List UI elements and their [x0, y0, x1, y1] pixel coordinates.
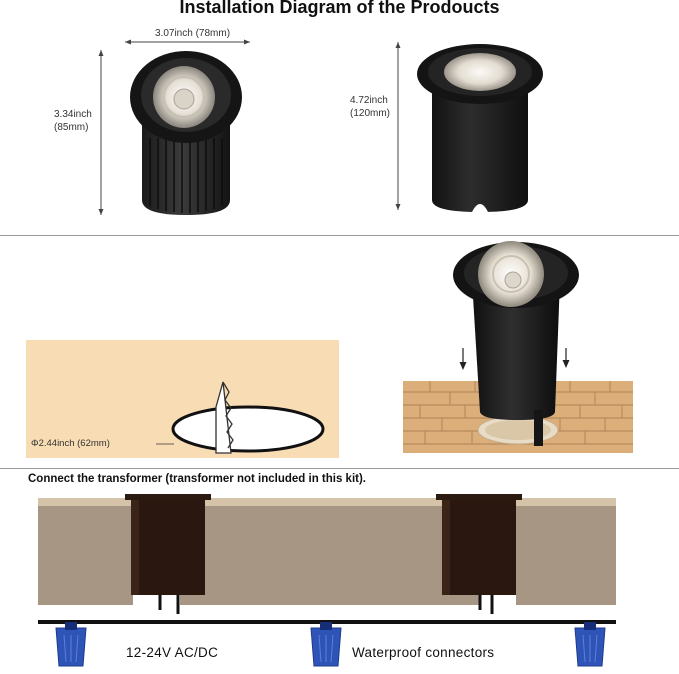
tall-light-fixture-image: [417, 44, 543, 212]
height-b-label: 4.72inch (120mm): [350, 94, 390, 120]
height-b-label-line1: 4.72inch: [350, 95, 388, 106]
tile-installation-image: [403, 241, 633, 453]
wiring-caption: Connect the transformer (transformer not…: [28, 473, 367, 485]
diagram-title: Installation Diagram of the Prodoucts: [179, 0, 500, 17]
voltage-label: 12-24V AC/DC: [126, 645, 219, 660]
wiring-diagram: [38, 494, 616, 667]
hole-illustration: [156, 381, 325, 454]
short-light-fixture-image: [130, 51, 242, 215]
height-a-label-line2: (85mm): [54, 122, 89, 133]
height-a-label: 3.34inch (85mm): [54, 108, 92, 134]
width-dimension-label: 3.07inch (78mm): [155, 28, 231, 39]
hole-diameter-label: Φ2.44inch (62mm): [31, 438, 110, 449]
section-divider-2: [0, 468, 679, 469]
waterproof-connectors-label: Waterproof connectors: [352, 645, 495, 660]
height-b-label-line2: (120mm): [350, 108, 391, 119]
section-divider-1: [0, 235, 679, 236]
height-a-label-line1: 3.34inch: [54, 109, 92, 120]
